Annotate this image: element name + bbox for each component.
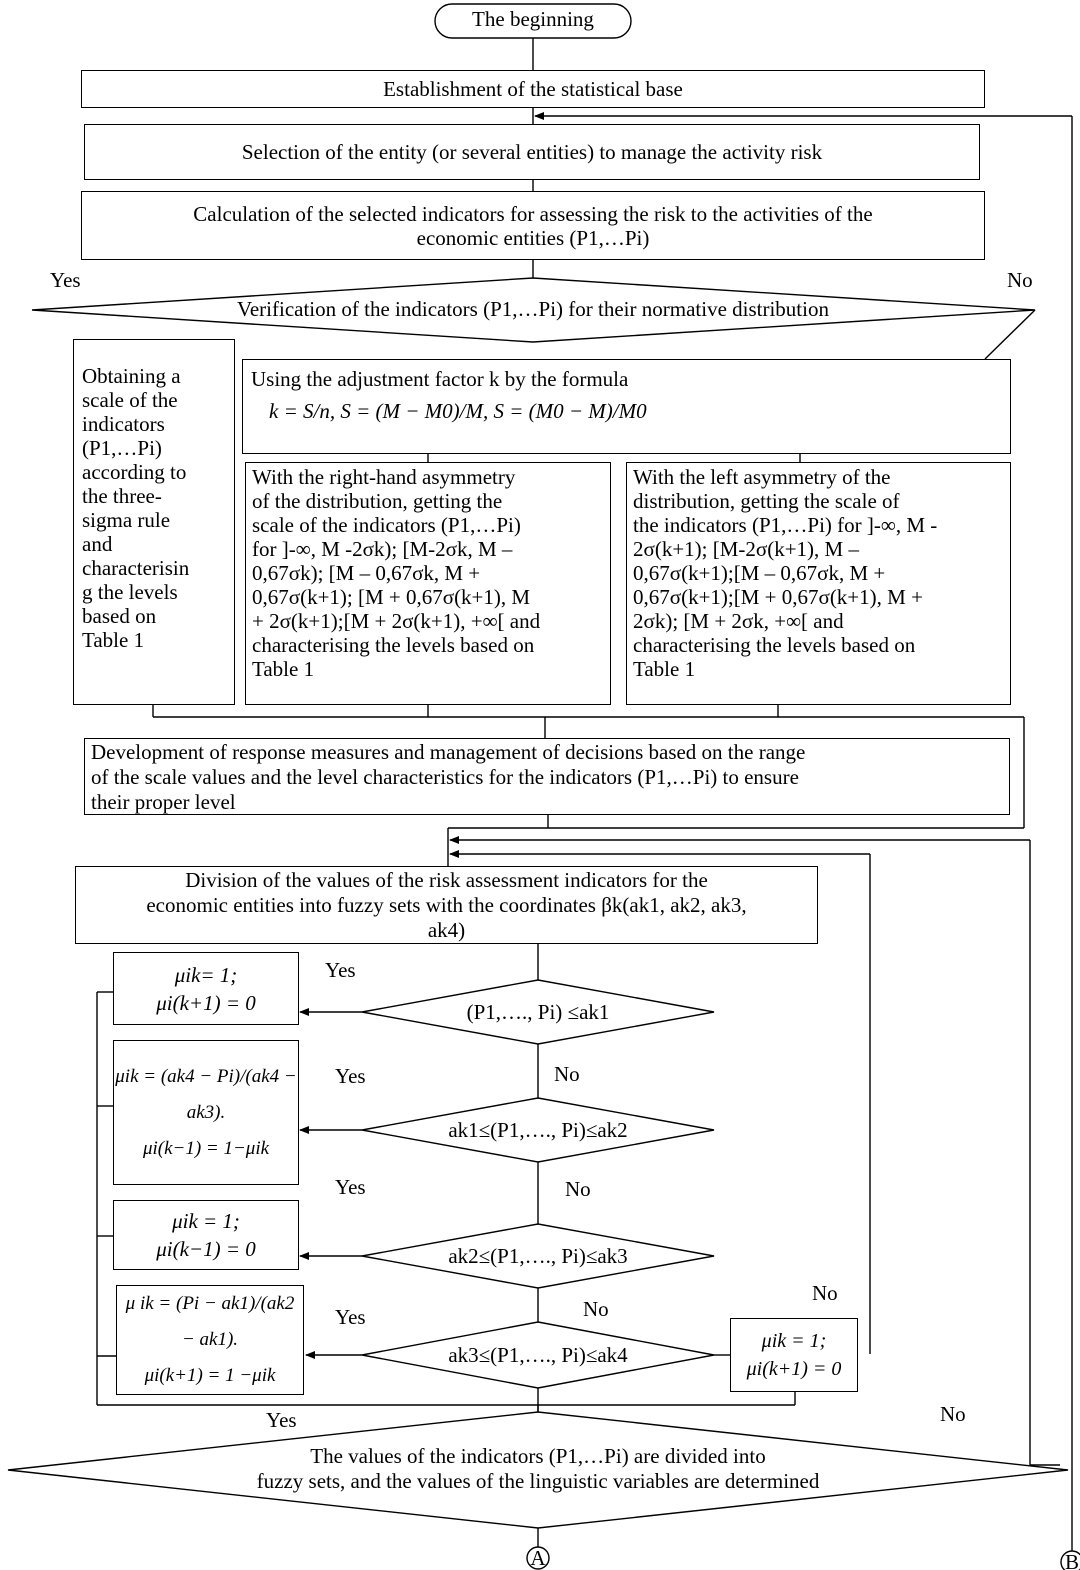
- cond4-no-label: No: [812, 1281, 838, 1305]
- cond1-diamond: (P1,…., Pi) ≤ak1: [466, 1000, 610, 1024]
- right-asymmetry-box: With the right-hand asymmetry of the dis…: [245, 462, 611, 705]
- result4-box: μ ik = (Pi − ak1)/(ak2 − ak1). μi(k+1) =…: [116, 1285, 304, 1395]
- left-asymmetry-box: With the left asymmetry of the distribut…: [626, 462, 1011, 705]
- statistical-base-box: Establishment of the statistical base: [81, 70, 985, 108]
- verification-diamond: Verification of the indicators (P1,…Pi) …: [237, 297, 829, 321]
- calculation-box: Calculation of the selected indicators f…: [81, 191, 985, 260]
- final-no-label: No: [940, 1402, 966, 1426]
- final-diamond: The values of the indicators (P1,…Pi) ar…: [256, 1444, 820, 1493]
- start-terminator: The beginning: [472, 7, 594, 31]
- cond3-yes-label: Yes: [335, 1175, 366, 1199]
- result3-box: μik = 1; μi(k−1) = 0: [113, 1200, 299, 1270]
- verification-no-label: No: [1007, 268, 1033, 292]
- adjustment-formula: k = S/n, S = (M − M0)/M, S = (M0 − M)/M0: [269, 399, 647, 423]
- connector-a-shape: [526, 1546, 550, 1570]
- three-sigma-box: Obtaining a scale of the indicators (P1,…: [73, 339, 235, 705]
- connector-a: A: [530, 1546, 546, 1570]
- cond2-diamond: ak1≤(P1,…., Pi)≤ak2: [448, 1118, 628, 1142]
- fuzzy-division-box: Division of the values of the risk asses…: [75, 866, 818, 944]
- cond3-diamond: ak2≤(P1,…., Pi)≤ak3: [448, 1244, 628, 1268]
- adjustment-factor-box: Using the adjustment factor k by the for…: [242, 359, 1011, 454]
- cond2-yes-label: Yes: [335, 1064, 366, 1088]
- result2-box: μik = (ak4 − Pi)/(ak4 − ak3). μi(k−1) = …: [113, 1040, 299, 1185]
- response-measures-box: Development of response measures and man…: [84, 738, 1010, 815]
- cond4-diamond: ak3≤(P1,…., Pi)≤ak4: [448, 1343, 628, 1367]
- adjustment-title: Using the adjustment factor k by the for…: [251, 367, 629, 391]
- connector-b-shape: [1060, 1550, 1080, 1570]
- cond3-no-label: No: [583, 1297, 609, 1321]
- cond1-no-label: No: [554, 1062, 580, 1086]
- verification-yes-label: Yes: [50, 268, 81, 292]
- connector-b: B: [1064, 1550, 1079, 1570]
- result1-box: μik= 1; μi(k+1) = 0: [113, 952, 299, 1025]
- verification-diamond-shape: [31, 277, 1036, 343]
- final-yes-label: Yes: [266, 1408, 297, 1432]
- result5-box: μik = 1; μi(k+1) = 0: [730, 1318, 858, 1392]
- cond1-yes-label: Yes: [325, 958, 356, 982]
- entity-selection-box: Selection of the entity (or several enti…: [84, 124, 980, 180]
- cond2-no-label: No: [565, 1177, 591, 1201]
- cond4-yes-label: Yes: [335, 1305, 366, 1329]
